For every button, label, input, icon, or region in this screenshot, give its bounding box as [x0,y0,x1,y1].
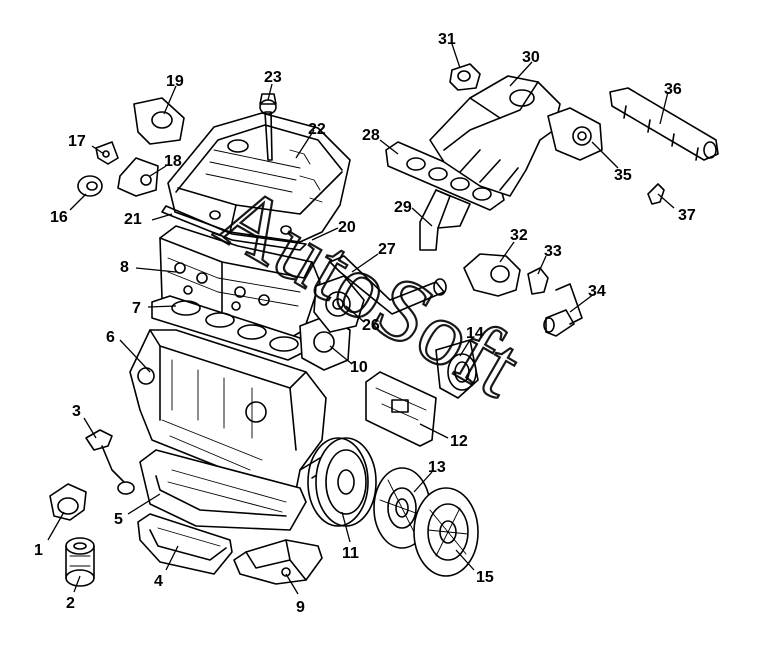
part-4-oil-pan-lower[interactable] [137,513,233,575]
callout-27[interactable]: 27 [378,241,396,258]
callout-8[interactable]: 8 [120,259,129,276]
callout-17[interactable]: 17 [68,133,86,150]
part-9-bracket[interactable] [233,539,323,585]
callout-15[interactable]: 15 [476,569,494,586]
callout-9[interactable]: 9 [296,599,305,616]
callout-28[interactable]: 28 [362,127,380,144]
part-35-thermostat-housing[interactable] [547,107,603,161]
part-7-head-gasket[interactable] [151,295,305,361]
part-12-timing-cover[interactable] [365,371,437,447]
callout-37[interactable]: 37 [678,207,696,224]
callout-3[interactable]: 3 [72,403,81,420]
part-18-mount-bracket[interactable] [117,157,159,197]
part-36-fuel-rail[interactable] [609,87,719,161]
callout-4[interactable]: 4 [154,573,163,590]
callout-34[interactable]: 34 [588,283,606,300]
part-29-heat-shield[interactable] [419,189,471,251]
callout-35[interactable]: 35 [614,167,632,184]
callout-29[interactable]: 29 [394,199,412,216]
part-15-pressure-plate[interactable] [413,487,479,577]
part-6-engine-block[interactable] [129,329,353,503]
part-27-water-pipe[interactable] [329,255,447,315]
leader-lines [47,43,675,595]
callout-14[interactable]: 14 [466,325,484,342]
part-19-engine-mount[interactable] [133,97,185,145]
callout-22[interactable]: 22 [308,121,326,138]
callout-33[interactable]: 33 [544,243,562,260]
callout-12[interactable]: 12 [450,433,468,450]
callout-36[interactable]: 36 [664,81,682,98]
part-31-plug[interactable] [449,63,481,91]
callout-18[interactable]: 18 [164,153,182,170]
callout-2[interactable]: 2 [66,595,75,612]
callout-21[interactable]: 21 [124,211,142,228]
part-32-water-outlet[interactable] [463,253,521,297]
callout-23[interactable]: 23 [264,69,282,86]
callout-5[interactable]: 5 [114,511,123,528]
part-5-oil-pan-upper[interactable] [139,449,307,531]
part-34-hose-fitting[interactable] [543,283,583,337]
part-21-cover-gasket[interactable] [161,205,307,251]
callout-20[interactable]: 20 [338,219,356,236]
part-28-manifold-gasket[interactable] [385,141,505,211]
callout-7[interactable]: 7 [132,300,141,317]
callout-11[interactable]: 11 [342,545,359,562]
part-33-temperature-sender[interactable] [527,267,549,295]
part-30-exhaust-manifold[interactable] [429,75,561,197]
callout-labels: 1 2 3 4 5 6 7 8 9 10 11 12 13 14 15 16 1… [34,31,696,616]
part-16-mount-bushing[interactable] [77,175,103,197]
engine-parts-drawing [49,63,719,587]
callout-13[interactable]: 13 [428,459,446,476]
part-2-oil-filter[interactable] [65,537,95,587]
callout-1[interactable]: 1 [34,542,43,559]
callout-16[interactable]: 16 [50,209,68,226]
callout-10[interactable]: 10 [350,359,368,376]
callout-6[interactable]: 6 [106,329,115,346]
callout-30[interactable]: 30 [522,49,540,66]
part-11-flywheel[interactable] [307,437,377,527]
part-17-mount-bracket-small[interactable] [95,141,119,165]
part-37-sensor[interactable] [647,183,665,205]
callout-19[interactable]: 19 [166,73,184,90]
part-3-dipstick-tube[interactable] [85,429,135,495]
callout-31[interactable]: 31 [438,31,456,48]
callout-26[interactable]: 26 [362,317,380,334]
callout-32[interactable]: 32 [510,227,528,244]
part-1-oil-filter-housing[interactable] [49,483,87,521]
